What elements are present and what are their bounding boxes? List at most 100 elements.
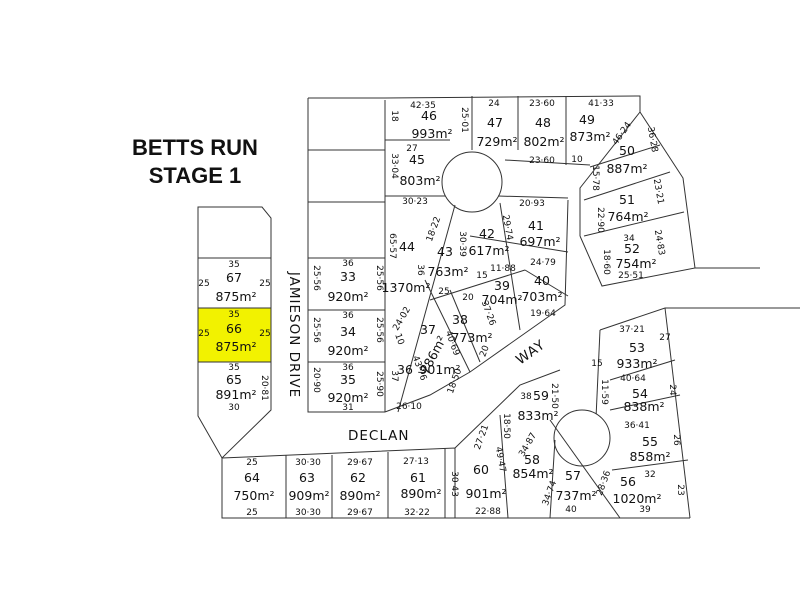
plan-title: BETTS RUN STAGE 1 xyxy=(120,134,270,190)
lot-area-40: 703m² xyxy=(521,289,562,304)
dim-label: 25·56 xyxy=(374,265,384,291)
dim-label: 25 xyxy=(438,287,449,297)
lot-area-64: 750m² xyxy=(233,488,274,503)
street-label-way: WAY xyxy=(513,337,548,368)
dim-label: 35 xyxy=(228,310,239,320)
lot-number-36: 36 xyxy=(397,362,413,377)
lot-area-35: 920m² xyxy=(327,390,368,405)
lot-number-45: 45 xyxy=(409,152,425,167)
dim-label: 27 xyxy=(659,333,670,343)
lot-number-37: 37 xyxy=(420,322,436,337)
dim-label: 29·67 xyxy=(347,508,373,518)
dim-label: 41·33 xyxy=(588,99,614,109)
dim-label: 27 xyxy=(406,144,417,154)
lot-area-50: 887m² xyxy=(606,161,647,176)
dim-label: 18·60 xyxy=(601,249,611,275)
lot-area-44: 1370m² xyxy=(382,280,431,295)
lot-area-55: 858m² xyxy=(629,449,670,464)
lot-number-49: 49 xyxy=(579,112,595,127)
lot-number-43: 43 xyxy=(437,244,453,259)
lot-number-63: 63 xyxy=(299,470,315,485)
dim-label: 40 xyxy=(565,505,577,515)
dim-label: 24·02 xyxy=(391,305,413,332)
dim-label: 18·22 xyxy=(425,215,443,243)
lot-number-55: 55 xyxy=(642,434,658,449)
dim-label: 38 xyxy=(520,392,532,402)
lot-number-61: 61 xyxy=(410,470,426,485)
dim-label: 33·04 xyxy=(389,153,399,179)
dim-label: 29·74 xyxy=(500,214,514,241)
lot-area-43: 763m² xyxy=(427,264,468,279)
dim-label: 18·50 xyxy=(501,413,511,439)
dim-label: 15·78 xyxy=(590,165,600,191)
street-label-jamieson-drive: JAMIESON DRIVE xyxy=(286,271,302,398)
dim-label: 30·43 xyxy=(449,471,459,497)
lot-area-67: 875m² xyxy=(215,289,256,304)
lot-number-51: 51 xyxy=(619,192,635,207)
lot-number-50: 50 xyxy=(619,143,635,158)
lot-area-36: 901m² xyxy=(419,362,460,377)
dim-label: 30·30 xyxy=(295,508,321,518)
lot-number-56: 56 xyxy=(620,474,636,489)
dim-label: 10 xyxy=(392,332,405,346)
dim-label: 36 xyxy=(342,363,354,373)
lot-area-49: 873m² xyxy=(569,129,610,144)
plan-title-line-1: BETTS RUN xyxy=(132,135,258,160)
dim-label: 28·36 xyxy=(595,469,613,497)
lot-area-58: 854m² xyxy=(512,466,553,481)
lot-number-35: 35 xyxy=(340,372,356,387)
dim-label: 30·23 xyxy=(402,197,428,207)
dim-label: 23·21 xyxy=(651,178,665,205)
dim-label: 25·56 xyxy=(374,317,384,343)
lot-area-56: 1020m² xyxy=(613,491,662,506)
lot-number-34: 34 xyxy=(340,324,356,339)
dim-label: 22·90 xyxy=(595,207,605,233)
dim-label: 24·83 xyxy=(652,229,666,256)
lot-area-38: 773m² xyxy=(451,330,492,345)
lot-area-63: 909m² xyxy=(288,488,329,503)
lot-number-41: 41 xyxy=(528,218,544,233)
lot-area-53: 933m² xyxy=(616,356,657,371)
dim-label: 32·22 xyxy=(404,508,430,518)
dim-label: 25·56 xyxy=(311,317,321,343)
lot-area-42: 617m² xyxy=(468,243,509,258)
dim-label: 35 xyxy=(228,260,239,270)
dim-label: 25·56 xyxy=(311,265,321,291)
dim-label: 25·51 xyxy=(618,271,644,281)
dim-label: 11·88 xyxy=(490,264,516,274)
dim-label: 65·57 xyxy=(387,233,397,259)
dim-label: 32 xyxy=(644,470,655,480)
dim-label: 20·81 xyxy=(259,375,269,401)
lot-number-57: 57 xyxy=(565,468,581,483)
dim-label: 35 xyxy=(228,363,239,373)
dim-label: 20 xyxy=(462,293,474,303)
dim-label: 25 xyxy=(246,508,257,518)
lot-66-highlight[interactable] xyxy=(198,308,271,362)
dim-label: 27·13 xyxy=(403,457,429,467)
lot-number-64: 64 xyxy=(244,470,260,485)
lot-area-48: 802m² xyxy=(523,134,564,149)
lot-number-48: 48 xyxy=(535,115,551,130)
lot-number-59: 59 xyxy=(533,388,549,403)
lot-number-53: 53 xyxy=(629,340,645,355)
dim-label: 36 xyxy=(415,264,425,276)
lot-area-51: 764m² xyxy=(607,209,648,224)
dim-label: 23·60 xyxy=(529,156,555,166)
dim-label: 20·93 xyxy=(519,199,545,209)
dim-label: 22·88 xyxy=(475,507,501,517)
dim-label: 25 xyxy=(198,279,209,289)
dim-label: 37·21 xyxy=(619,325,645,335)
dim-label: 15 xyxy=(476,271,487,281)
lot-area-41: 697m² xyxy=(519,234,560,249)
lot-area-57: 737m² xyxy=(555,488,596,503)
dim-label: 25·01 xyxy=(459,107,469,133)
dim-label: 36 xyxy=(342,311,354,321)
dim-label: 25 xyxy=(259,279,270,289)
lot-number-66: 66 xyxy=(226,321,242,336)
dim-label: 25 xyxy=(198,329,209,339)
lot-area-39: 704m² xyxy=(481,292,522,307)
lot-number-67: 67 xyxy=(226,270,242,285)
dim-label: 36·41 xyxy=(624,421,650,431)
dim-label: 40·64 xyxy=(620,374,646,384)
